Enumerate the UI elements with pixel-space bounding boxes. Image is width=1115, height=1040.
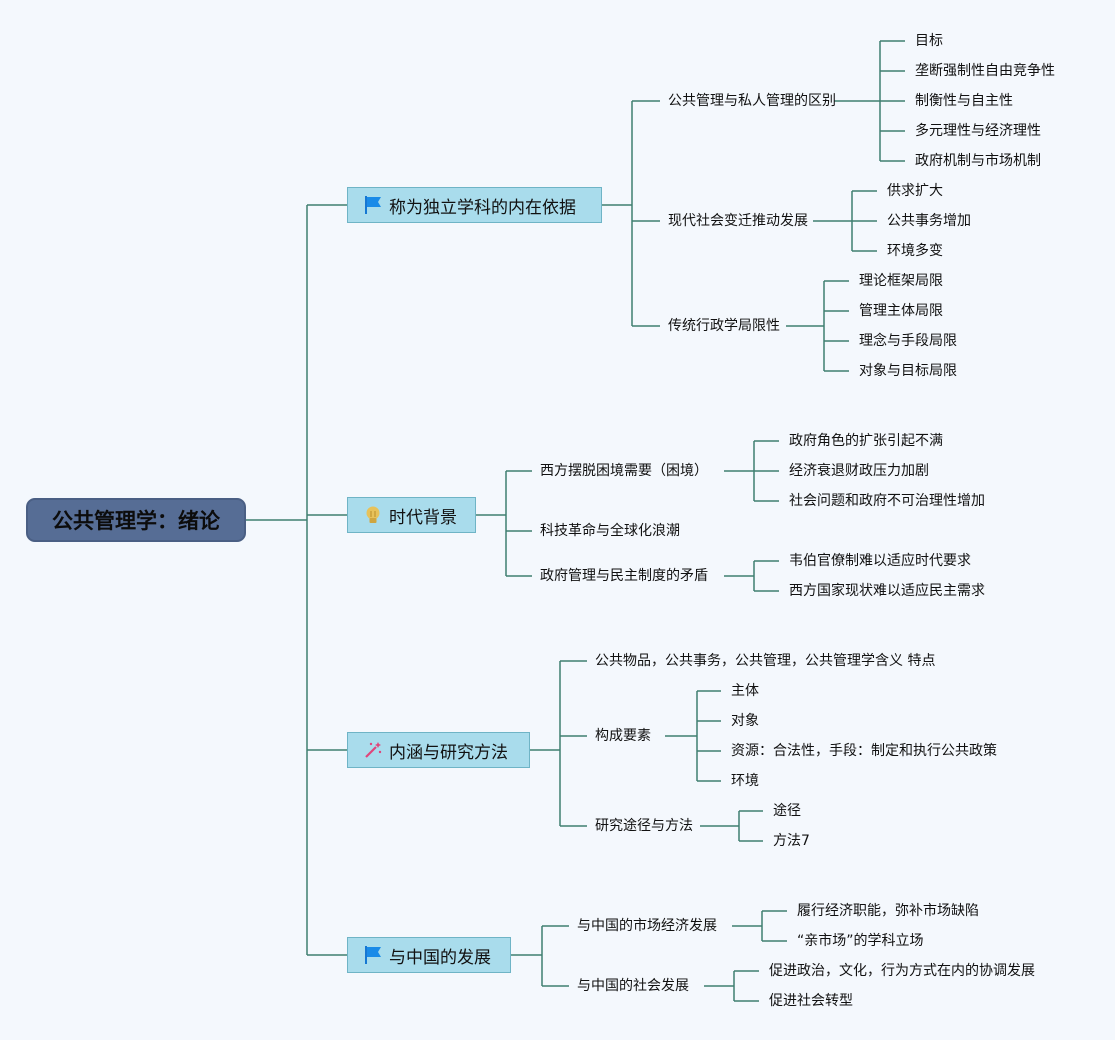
leaf-item[interactable]: 垄断强制性自由竞争性 — [915, 63, 1055, 79]
branch-label: 与中国的发展 — [389, 947, 491, 968]
leaf-item[interactable]: 资源：合法性，手段：制定和执行公共政策 — [731, 743, 997, 759]
branch-label: 称为独立学科的内在依据 — [389, 197, 576, 218]
subtopic-social-change[interactable]: 现代社会变迁推动发展 — [668, 213, 808, 229]
subtopic-market-economy[interactable]: 与中国的市场经济发展 — [577, 918, 717, 934]
branch-label: 时代背景 — [389, 507, 457, 528]
subtopic-research-methods[interactable]: 研究途径与方法 — [595, 818, 693, 834]
subtopic-public-vs-private[interactable]: 公共管理与私人管理的区别 — [668, 93, 836, 109]
leaf-item[interactable]: 对象与目标局限 — [859, 363, 957, 379]
leaf-item[interactable]: 政府角色的扩张引起不满 — [789, 433, 943, 449]
subtopic-definitions[interactable]: 公共物品，公共事务，公共管理，公共管理学含义 特点 — [595, 653, 936, 669]
magic-wand-icon — [363, 740, 383, 760]
subtopic-elements[interactable]: 构成要素 — [595, 728, 651, 744]
leaf-item[interactable]: “亲市场”的学科立场 — [797, 933, 924, 949]
root-topic[interactable]: 公共管理学：绪论 — [26, 498, 246, 542]
lightbulb-icon — [363, 505, 383, 525]
branch-topic-connotation[interactable]: 内涵与研究方法 — [347, 732, 530, 768]
leaf-item[interactable]: 途径 — [773, 803, 801, 819]
leaf-item[interactable]: 多元理性与经济理性 — [915, 123, 1041, 139]
flag-icon — [363, 945, 383, 965]
subtopic-gov-democracy[interactable]: 政府管理与民主制度的矛盾 — [540, 568, 708, 584]
leaf-item[interactable]: 制衡性与自主性 — [915, 93, 1013, 109]
flag-icon — [363, 195, 383, 215]
leaf-item[interactable]: 环境多变 — [887, 243, 943, 259]
subtopic-tech-globalization[interactable]: 科技革命与全球化浪潮 — [540, 523, 680, 539]
leaf-item[interactable]: 供求扩大 — [887, 183, 943, 199]
leaf-item[interactable]: 管理主体局限 — [859, 303, 943, 319]
leaf-item[interactable]: 社会问题和政府不可治理性增加 — [789, 493, 985, 509]
leaf-item[interactable]: 环境 — [731, 773, 759, 789]
leaf-item[interactable]: 对象 — [731, 713, 759, 729]
leaf-item[interactable]: 理念与手段局限 — [859, 333, 957, 349]
leaf-item[interactable]: 公共事务增加 — [887, 213, 971, 229]
leaf-item[interactable]: 主体 — [731, 683, 759, 699]
leaf-item[interactable]: 促进社会转型 — [769, 993, 853, 1009]
branch-label: 内涵与研究方法 — [389, 742, 508, 763]
branch-topic-background[interactable]: 时代背景 — [347, 497, 476, 533]
subtopic-traditional-limits[interactable]: 传统行政学局限性 — [668, 318, 780, 334]
leaf-item[interactable]: 方法7 — [773, 833, 810, 849]
leaf-item[interactable]: 目标 — [915, 33, 943, 49]
subtopic-social-development[interactable]: 与中国的社会发展 — [577, 978, 689, 994]
leaf-item[interactable]: 履行经济职能，弥补市场缺陷 — [797, 903, 979, 919]
subtopic-western-dilemma[interactable]: 西方摆脱困境需要（困境） — [540, 463, 708, 479]
leaf-item[interactable]: 理论框架局限 — [859, 273, 943, 289]
branch-topic-inner-basis[interactable]: 称为独立学科的内在依据 — [347, 187, 602, 223]
leaf-item[interactable]: 促进政治，文化，行为方式在内的协调发展 — [769, 963, 1035, 979]
leaf-item[interactable]: 政府机制与市场机制 — [915, 153, 1041, 169]
leaf-item[interactable]: 经济衰退财政压力加剧 — [789, 463, 929, 479]
branch-topic-china[interactable]: 与中国的发展 — [347, 937, 511, 973]
leaf-item[interactable]: 韦伯官僚制难以适应时代要求 — [789, 553, 971, 569]
leaf-item[interactable]: 西方国家现状难以适应民主需求 — [789, 583, 985, 599]
